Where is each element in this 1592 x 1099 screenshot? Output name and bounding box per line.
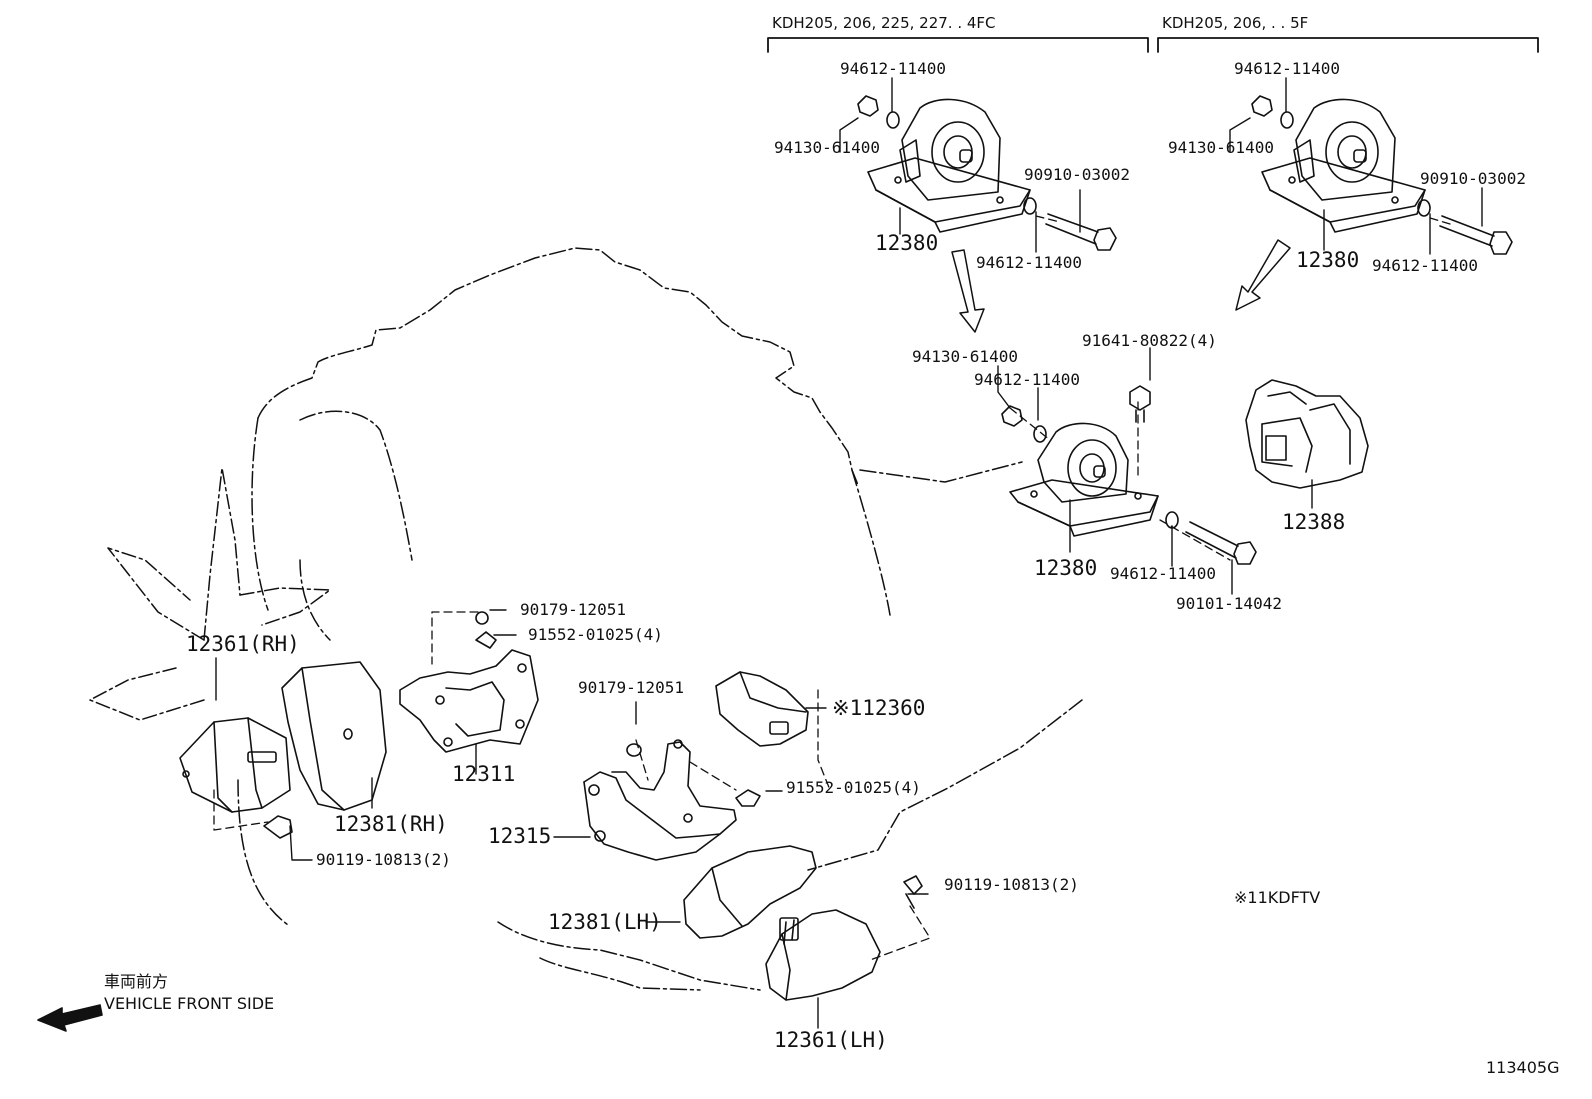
label-12315: 12315 bbox=[488, 824, 552, 848]
bracket-12315 bbox=[583, 739, 737, 861]
engine-outline bbox=[237, 247, 1083, 991]
vehicle-front-jp: 車両前方 bbox=[104, 972, 169, 991]
stopper-12381-rh bbox=[281, 661, 387, 811]
label-94612-11400: 94612-11400 bbox=[976, 253, 1082, 272]
label-94612-11400: 94612-11400 bbox=[1234, 59, 1340, 78]
front-arrow-icon bbox=[37, 1004, 103, 1032]
group-header-5f: KDH205, 206, . . 5F bbox=[1162, 14, 1309, 32]
label-90119-10813: 90119-10813(2) bbox=[944, 875, 1079, 894]
label-12380: 12380 bbox=[1296, 248, 1360, 272]
label-12380: 12380 bbox=[875, 231, 939, 255]
engine-note: ※11KDFTV bbox=[1234, 888, 1321, 907]
bracket-12311 bbox=[399, 649, 539, 753]
mount-12380-group1 bbox=[867, 98, 1031, 233]
label-90119-10813: 90119-10813(2) bbox=[316, 850, 451, 869]
label-90910-03002: 90910-03002 bbox=[1420, 169, 1526, 188]
support-12388 bbox=[1245, 379, 1369, 489]
stopper-12381-lh bbox=[683, 845, 817, 939]
leader-lines bbox=[215, 77, 1483, 1029]
label-12361-lh: 12361(LH) bbox=[774, 1028, 888, 1052]
label-90101-14042: 90101-14042 bbox=[1176, 594, 1282, 613]
label-94612-11400: 94612-11400 bbox=[840, 59, 946, 78]
mount-12380-group2 bbox=[1261, 98, 1426, 233]
label-12388: 12388 bbox=[1282, 510, 1346, 534]
insulator-12361-rh bbox=[179, 717, 291, 813]
label-90179-12051: 90179-12051 bbox=[578, 678, 684, 697]
center-small-parts bbox=[1001, 385, 1257, 565]
group-brackets bbox=[767, 37, 1539, 53]
rh-fasteners bbox=[263, 611, 497, 839]
plate-12360 bbox=[715, 671, 809, 747]
label-91552-01025: 91552-01025(4) bbox=[786, 778, 921, 797]
group-header-4fc: KDH205, 206, 225, 227. . 4FC bbox=[772, 14, 996, 32]
label-12381-lh: 12381(LH) bbox=[548, 910, 662, 934]
fan-blades bbox=[89, 467, 331, 721]
label-94130-61400: 94130-61400 bbox=[1168, 138, 1274, 157]
vehicle-front-en: VEHICLE FRONT SIDE bbox=[104, 994, 275, 1013]
label-94612-11400: 94612-11400 bbox=[1372, 256, 1478, 275]
label-12380: 12380 bbox=[1034, 556, 1098, 580]
mount-12380-center bbox=[1009, 422, 1159, 537]
label-94130-61400: 94130-61400 bbox=[912, 347, 1018, 366]
label-12360: ※112360 bbox=[832, 696, 926, 720]
label-12311: 12311 bbox=[452, 762, 516, 786]
label-91552-01025: 91552-01025(4) bbox=[528, 625, 663, 644]
figure-id: 113405G bbox=[1486, 1058, 1560, 1077]
label-12361-rh: 12361(RH) bbox=[186, 632, 300, 656]
g1-small-parts bbox=[857, 95, 1117, 251]
flow-arrows bbox=[951, 239, 1291, 333]
insulator-12361-lh bbox=[765, 909, 881, 1001]
label-94612-11400: 94612-11400 bbox=[974, 370, 1080, 389]
label-90179-12051: 90179-12051 bbox=[520, 600, 626, 619]
label-94612-11400: 94612-11400 bbox=[1110, 564, 1216, 583]
lh-fasteners bbox=[626, 743, 923, 909]
label-94130-61400: 94130-61400 bbox=[774, 138, 880, 157]
g2-small-parts bbox=[1251, 95, 1513, 255]
label-12381-rh: 12381(RH) bbox=[334, 812, 448, 836]
label-91641-80822: 91641-80822(4) bbox=[1082, 331, 1217, 350]
label-90910-03002: 90910-03002 bbox=[1024, 165, 1130, 184]
